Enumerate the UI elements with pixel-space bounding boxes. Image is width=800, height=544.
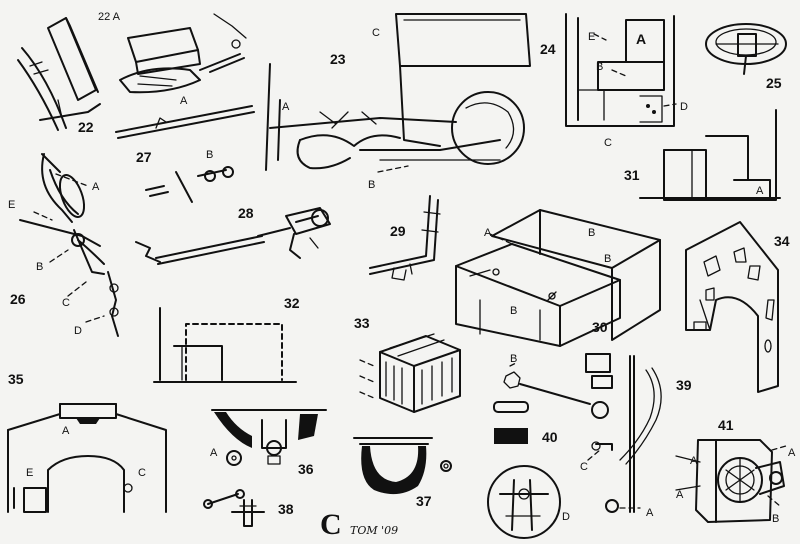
- step-23-label-a: A: [282, 101, 290, 113]
- step-26-label-a: A: [92, 181, 100, 193]
- step-30-drawing: [455, 209, 661, 347]
- step-22-number: 22: [78, 119, 94, 135]
- step-35-number: 35: [8, 371, 24, 387]
- step-38-drawing: [203, 489, 265, 527]
- step-35-drawing: [7, 403, 167, 513]
- step-27-drawing: [115, 105, 255, 203]
- step-29-drawing: [369, 195, 441, 281]
- step-30-number: 30: [592, 319, 608, 335]
- step-24-label-c: C: [604, 137, 612, 149]
- step-34-drawing: [685, 221, 779, 393]
- step-23-drawing: [265, 13, 531, 173]
- step-37-drawing: [353, 437, 452, 495]
- step-39-label-c: C: [580, 461, 588, 473]
- step-41-label-b: B: [772, 513, 779, 525]
- step-22a-drawing: [119, 13, 247, 94]
- step-26-label-c: C: [62, 297, 70, 309]
- step-27-number: 27: [136, 149, 152, 165]
- step-24-label-a: A: [636, 31, 646, 47]
- step-32-number: 32: [284, 295, 300, 311]
- step-36-label-a: A: [210, 447, 218, 459]
- step-22a-number: 22 A: [98, 11, 121, 23]
- step-23-number: 23: [330, 51, 346, 67]
- step-40-drawing: [493, 401, 529, 444]
- step-41-label-a1: A: [690, 455, 698, 467]
- step-41-number: 41: [718, 417, 734, 433]
- step-41-label-a3: A: [676, 489, 684, 501]
- step-33-drawing: [359, 333, 461, 413]
- step-31-number: 31: [624, 167, 640, 183]
- step-35-label-a: A: [62, 425, 70, 437]
- step-25-drawing: [705, 23, 787, 75]
- step-28-number: 28: [238, 205, 254, 221]
- step-36-drawing: [211, 409, 327, 466]
- step-36-number: 36: [298, 461, 314, 477]
- step-27-label-b: B: [206, 149, 213, 161]
- step-26-label-e: E: [8, 199, 15, 211]
- step-29-number: 29: [390, 223, 406, 239]
- step-30-label-b1: B: [588, 227, 595, 239]
- step-28-drawing: [135, 207, 331, 265]
- step-30-label-a: A: [484, 227, 492, 239]
- step-41-drawing: [675, 439, 787, 523]
- step-24-label-b: B: [596, 61, 603, 73]
- step-31-drawing: [639, 109, 781, 201]
- step-24-label-d: D: [680, 101, 688, 113]
- step-38-number: 38: [278, 501, 294, 517]
- detail-label-d: D: [562, 511, 570, 523]
- step-41-label-a2: A: [788, 447, 796, 459]
- step-23-label-c: C: [372, 27, 380, 39]
- step-39-number: 39: [676, 377, 692, 393]
- step-39-label-b: B: [510, 353, 517, 365]
- step-33-number: 33: [354, 315, 370, 331]
- step-30-label-b2: B: [604, 253, 611, 265]
- step-35-label-e: E: [26, 467, 33, 479]
- step-35-label-c: C: [138, 467, 146, 479]
- step-25-number: 25: [766, 75, 782, 91]
- detail-d-drawing: [487, 465, 561, 539]
- step-23-label-b: B: [368, 179, 375, 191]
- signature: TOM '09: [350, 524, 398, 537]
- step-27-label-a: A: [180, 95, 188, 107]
- step-24-label-e: E: [588, 31, 595, 43]
- step-39-drawing: [503, 353, 662, 513]
- step-31-label-a: A: [756, 185, 764, 197]
- step-24-drawing: [565, 13, 677, 127]
- step-26-number: 26: [10, 291, 26, 307]
- step-26-label-d: D: [74, 325, 82, 337]
- step-32-drawing: [153, 307, 297, 383]
- step-37-number: 37: [416, 493, 432, 509]
- step-30-label-b3: B: [510, 305, 517, 317]
- step-40-number: 40: [542, 429, 558, 445]
- step-26-drawing: [19, 153, 119, 337]
- step-39-label-a: A: [646, 507, 654, 519]
- step-34-number: 34: [774, 233, 790, 249]
- sheet-letter: C: [320, 508, 342, 541]
- step-24-number: 24: [540, 41, 556, 57]
- step-26-label-b: B: [36, 261, 43, 273]
- step-22-drawing: [17, 17, 101, 131]
